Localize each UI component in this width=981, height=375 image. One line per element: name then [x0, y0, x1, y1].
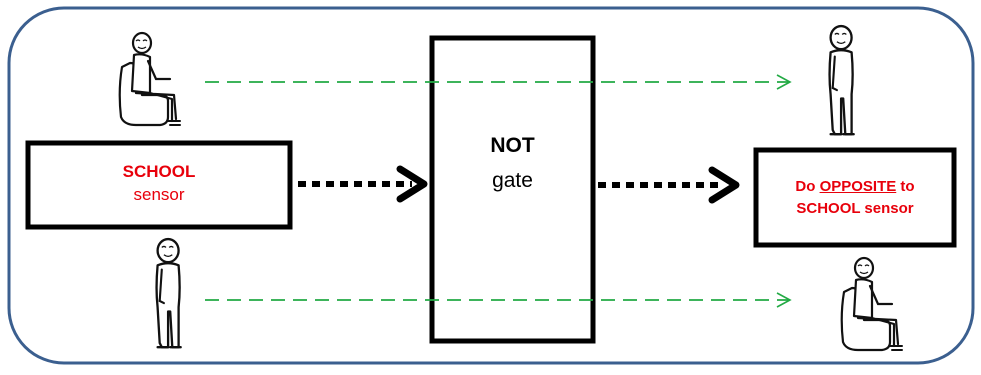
- sitting-person-icon: [840, 256, 904, 352]
- gate-to-output-arrowhead: [708, 166, 740, 204]
- outer-frame: [7, 6, 975, 365]
- school-sensor-label: SCHOOL sensor: [28, 160, 290, 206]
- not-gate-subtitle: gate: [492, 169, 533, 192]
- school-sensor-title: SCHOOL: [122, 162, 196, 181]
- output-emphasis: OPPOSITE: [819, 178, 897, 195]
- not-gate-title: NOT: [490, 134, 535, 157]
- sitting-person-icon: [118, 31, 182, 127]
- output-box: [753, 147, 957, 248]
- school-sensor-box: [25, 140, 293, 230]
- output-suffix: to: [900, 178, 915, 195]
- standing-person-icon: [155, 237, 182, 349]
- sensor-to-gate-arrowhead: [396, 165, 428, 203]
- not-gate-label: NOT gate: [432, 128, 593, 198]
- output-line1: Do OPPOSITE to: [756, 176, 954, 198]
- standing-person-icon: [828, 24, 855, 136]
- output-line2: SCHOOL sensor: [796, 200, 914, 217]
- school-sensor-subtitle: sensor: [133, 185, 185, 204]
- not-gate-box: [429, 35, 596, 344]
- output-label: Do OPPOSITE to SCHOOL sensor: [756, 176, 954, 220]
- output-prefix: Do: [795, 178, 816, 195]
